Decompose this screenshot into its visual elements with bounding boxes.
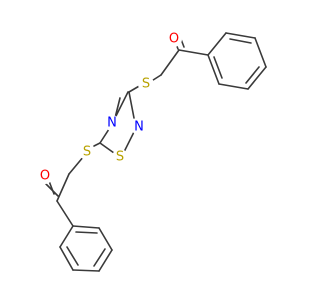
bond [98,249,113,272]
bond [66,246,79,266]
bond [98,227,113,251]
atom-n-right: N [131,119,147,135]
bond [45,183,59,197]
bond [72,225,100,229]
bond [245,66,260,84]
atom-label-n-right: N [134,120,144,135]
bond [56,173,70,202]
bond [128,91,135,119]
molecule-svg: O O S S S N N [37,31,267,272]
bond [254,37,267,68]
bond [72,269,100,272]
bond [93,142,101,147]
bond [93,248,106,267]
atom-s-lower: S [79,144,95,160]
bond [218,83,249,90]
bond [68,155,85,175]
bond [229,38,252,44]
bond [247,66,267,90]
bond [59,225,74,248]
atom-o-upper: O [166,31,182,47]
atom-labels-layer: O O S S S N N [37,31,182,184]
molecule-diagram: O O S S S N N [37,31,267,272]
bond [99,142,115,154]
atom-label-s-lower: S [83,145,91,160]
atom-label-o-upper: O [169,32,179,47]
bond [178,49,209,56]
bond [160,49,180,76]
bond [225,32,256,39]
bond [123,131,135,153]
atom-o-lower: O [37,168,53,184]
bond [207,54,220,85]
bond [213,56,223,79]
atom-label-n-left: N [107,116,117,131]
bond [115,91,129,117]
atom-label-s-upper: S [142,77,150,92]
bond [56,200,74,227]
atom-label-o-lower: O [40,169,50,184]
bond [207,32,227,56]
atom-n-left: N [104,115,120,131]
atom-s-upper: S [138,76,154,92]
atom-s-ring: S [112,149,128,165]
bond [75,231,98,234]
bond [59,246,74,271]
atom-label-s-ring: S [116,150,124,165]
